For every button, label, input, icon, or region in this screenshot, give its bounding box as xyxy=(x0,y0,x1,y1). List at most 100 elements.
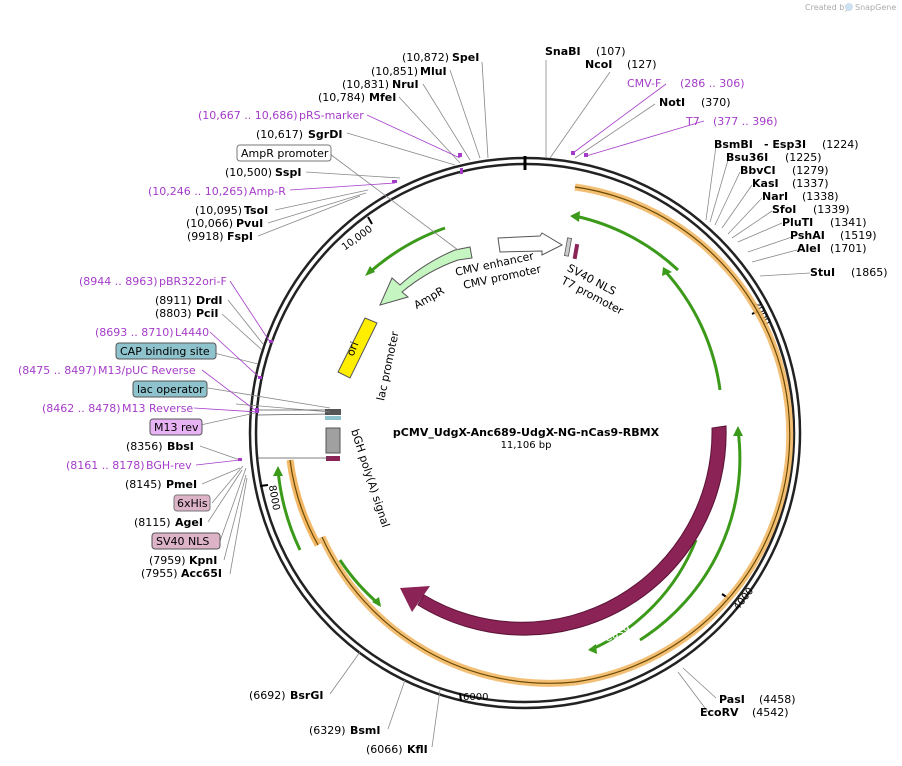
site-kpni-pos: (7959) xyxy=(149,554,186,567)
site-pluti-pos: (1341) xyxy=(830,216,867,229)
site-pcii-name: PciI xyxy=(196,307,218,320)
site-kfli-name: KflI xyxy=(407,743,428,756)
lacop-box xyxy=(132,380,208,398)
site-mlui-pos: (10,851) xyxy=(371,65,418,78)
primer-bghrev-range: (8161 .. 8178) xyxy=(66,459,145,472)
site-drdi-name: DrdI xyxy=(196,294,223,307)
site-ecorv-pos: (4542) xyxy=(752,706,789,719)
tick-8000 xyxy=(259,484,269,487)
site-stui-name: StuI xyxy=(810,266,835,279)
site-acc65i-name: Acc65I xyxy=(181,567,222,580)
site-fspi-pos: (9918) xyxy=(187,230,224,243)
orf-arc-left-line xyxy=(289,459,319,546)
site-pmei-pos: (8145) xyxy=(125,478,162,491)
green-arrow-2 xyxy=(662,268,722,391)
cas9-label: Cas9 xyxy=(602,623,632,645)
site-mlui-name: MluI xyxy=(420,65,447,78)
credit-text: Created by xyxy=(805,3,849,12)
orf-arc-bottom-line xyxy=(321,536,576,684)
site-bsmi-pos: (6329) xyxy=(309,724,346,737)
site-kasi-pos: (1337) xyxy=(792,177,829,190)
site-bbvci-name: BbvCI xyxy=(740,164,776,177)
primer-prs-name: pRS-marker xyxy=(299,109,364,122)
site-noti-name: NotI xyxy=(659,96,685,109)
primer-l4440-range: (8693 .. 8710) xyxy=(95,326,174,339)
site-leader-lines xyxy=(195,60,811,748)
tick-10000 xyxy=(367,216,373,225)
green-arrow-1 xyxy=(574,214,680,272)
ampr-promoter-label: AmpR promoter xyxy=(241,147,329,160)
tick-6000 xyxy=(459,692,462,702)
primer-pbr-range: (8944 .. 8963) xyxy=(79,275,158,288)
primer-leader-lines xyxy=(193,83,705,466)
site-bsmi-name: BsmI xyxy=(350,724,381,737)
primer-t7-name: T7 xyxy=(685,115,700,128)
site-kpni-name: KpnI xyxy=(189,554,217,567)
site-bbvci-pos: (1279) xyxy=(792,164,829,177)
green-arrow-4 xyxy=(589,539,698,652)
ampr-promoter-box xyxy=(236,144,332,162)
primer-marks xyxy=(238,151,588,461)
tick-label-8000: 8000 xyxy=(266,484,281,511)
his-label: 6xHis xyxy=(177,497,208,510)
sv40-box xyxy=(151,532,221,550)
site-bsrgi-pos: (6692) xyxy=(249,689,286,702)
primer-m13puc-name: M13/pUC Reverse xyxy=(98,364,196,377)
site-mfei-name: MfeI xyxy=(369,91,396,104)
primer-t7-range: (377 .. 396) xyxy=(713,115,778,128)
plasmid-name: pCMV_UdgX-Anc689-UdgX-NG-nCas9-RBMX xyxy=(393,426,660,439)
site-sgrdi-name: SgrDI xyxy=(308,128,342,141)
site-nrui-name: NruI xyxy=(392,78,419,91)
cas9-arrowhead xyxy=(400,586,430,612)
site-bsrgi-name: BsrGI xyxy=(290,689,323,702)
site-bsmbi-pos: (1224) xyxy=(822,138,859,151)
site-pmei-name: PmeI xyxy=(166,478,197,491)
site-labels-left: (10,872) SpeI (10,851) MluI (10,831) Nru… xyxy=(125,51,479,756)
site-sfoi-pos: (1339) xyxy=(813,203,850,216)
site-bsmbi-name: BsmBI xyxy=(714,138,753,151)
site-drdi-pos: (8911) xyxy=(155,294,192,307)
lac-operator-mark xyxy=(325,409,341,415)
site-pvui-pos: (10,066) xyxy=(186,217,233,230)
his-box xyxy=(173,494,211,512)
site-snabi-name: SnaBI xyxy=(545,45,581,58)
site-alei-name: AleI xyxy=(797,242,821,255)
site-mfei-pos: (10,784) xyxy=(318,91,365,104)
green-arrow-3 xyxy=(639,429,742,642)
site-bbsi-name: BbsI xyxy=(167,440,194,453)
cas9-body xyxy=(417,425,727,636)
site-labels-right: SnaBI (107) NcoI (127) NotI (370) BsmBI … xyxy=(545,45,888,719)
site-ecorv-name: EcoRV xyxy=(700,706,739,719)
site-nari-pos: (1338) xyxy=(802,190,839,203)
bgh-end-mark xyxy=(326,456,340,461)
site-pluti-name: PluTI xyxy=(782,216,813,229)
boxed-labels: AmpR promoter CAP binding site lac opera… xyxy=(115,144,332,550)
primer-m13puc-range: (8475 .. 8497) xyxy=(18,364,97,377)
site-spei-name: SpeI xyxy=(452,51,479,64)
primer-l4440-name: L4440 xyxy=(175,326,209,339)
orf-arc-right-line xyxy=(574,186,791,683)
cmv-enhancer-arrow xyxy=(497,232,564,256)
site-tsoi-name: TsoI xyxy=(244,204,268,217)
primer-labels: (10,667 .. 10,686) pRS-marker (10,246 ..… xyxy=(18,77,778,472)
site-bsu36i-pos: (1225) xyxy=(785,151,822,164)
lac-promoter-label: lac promoter xyxy=(374,330,401,402)
primer-pbr-name: pBR322ori-F xyxy=(159,275,227,288)
site-sfoi-name: SfoI xyxy=(772,203,796,216)
credit-brand: SnapGene xyxy=(855,3,896,12)
primer-m13rev-range: (8462 .. 8478) xyxy=(42,402,121,415)
snapgene-logo-icon xyxy=(845,3,853,11)
m13rev-box xyxy=(149,418,203,436)
ori-label: ori xyxy=(344,340,361,358)
cap-label: CAP binding site xyxy=(120,345,210,358)
sv40-nls-mark xyxy=(564,237,572,257)
site-stui-pos: (1865) xyxy=(851,266,888,279)
primer-prs-range: (10,667 .. 10,686) xyxy=(198,109,298,122)
site-bsu36i-name: Bsu36I xyxy=(726,151,768,164)
site-pshai-name: PshAI xyxy=(790,229,825,242)
lacop-label: lac operator xyxy=(137,383,204,396)
cap-box xyxy=(115,342,217,360)
site-snabi-pos: (107) xyxy=(596,45,626,58)
site-sspi-name: SspI xyxy=(275,166,301,179)
primer-cmvf-name: CMV-F xyxy=(627,77,661,90)
